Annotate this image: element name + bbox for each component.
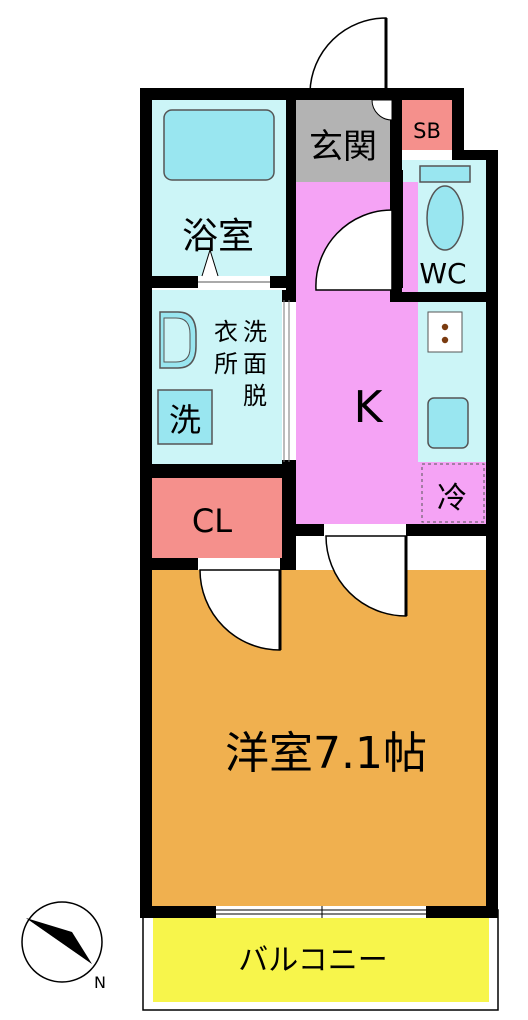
- svg-text:脱: 脱: [243, 382, 267, 410]
- wall-wc-bottom: [390, 292, 486, 302]
- svg-text:所: 所: [214, 350, 238, 378]
- sb-area: [402, 100, 452, 150]
- wall-sb-right: [452, 88, 464, 156]
- fridge-area: [418, 462, 486, 524]
- wall-kitchen-bottom-a: [296, 524, 324, 536]
- balcony-area: [153, 918, 489, 1002]
- datsui-label: 衣 洗 所 面 脱: [214, 318, 267, 410]
- wall-closet-bottom-b: [280, 558, 296, 570]
- kitchen-door: [315, 209, 393, 291]
- closet-label: CL: [192, 502, 232, 540]
- bathtub-icon: [163, 109, 275, 181]
- closet-door: [199, 569, 282, 651]
- sb-door: [371, 99, 393, 121]
- wall-bath-bottom-b: [270, 276, 296, 288]
- balcony-window: [216, 906, 426, 918]
- western-room-label: 洋室7.1帖: [225, 728, 427, 779]
- wall-closet-bottom-a: [152, 558, 198, 570]
- fridge-label: 冷: [437, 481, 467, 516]
- wc-label: WC: [419, 257, 466, 290]
- compass: N: [21, 901, 106, 992]
- wall-bath-genkan: [286, 100, 296, 290]
- wall-datsui-right-top: [282, 290, 296, 302]
- sb-label: SB: [413, 119, 441, 143]
- wall-bath-bottom-a: [152, 276, 198, 288]
- kitchen-sink-icon: [427, 397, 469, 449]
- kitchen-label: K: [354, 382, 384, 433]
- svg-text:衣: 衣: [214, 318, 238, 346]
- compass-north-label: N: [94, 973, 106, 992]
- bath-label: 浴室: [182, 216, 254, 257]
- washer-box: [157, 389, 213, 445]
- entrance-door: [309, 17, 388, 93]
- wall-datsui-bottom: [152, 464, 296, 478]
- wall-top-left: [140, 88, 400, 100]
- genkan-area: [296, 100, 392, 182]
- fridge-box: [421, 463, 485, 523]
- svg-text:洗: 洗: [243, 318, 267, 346]
- western-room-door: [325, 535, 408, 617]
- svg-text:面: 面: [243, 350, 267, 378]
- stove-icon: [427, 311, 463, 353]
- western-room-area: [152, 570, 486, 906]
- wall-genkan-wc: [390, 100, 402, 300]
- washer-label: 洗: [169, 401, 201, 439]
- wall-top-sb: [390, 88, 458, 100]
- wall-right: [486, 150, 498, 918]
- closet-area: [152, 478, 282, 558]
- wall-kitchen-bottom-b: [406, 524, 486, 536]
- toilet-icon: [419, 165, 471, 251]
- wall-closet-right: [282, 460, 296, 570]
- bath-step-icon: [201, 248, 219, 277]
- balcony-label: バルコニー: [238, 943, 387, 978]
- wall-left: [140, 88, 152, 918]
- genkan-label: 玄関: [309, 127, 377, 167]
